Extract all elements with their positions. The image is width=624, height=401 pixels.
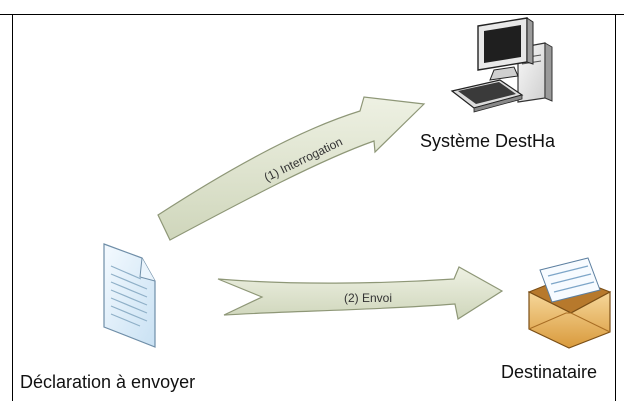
open-envelope-icon (527, 257, 612, 349)
arrow-envoi-label: (2) Envoi (344, 291, 392, 305)
recipient-label: Destinataire (501, 362, 598, 382)
document-label: Déclaration à envoyer (20, 372, 196, 392)
desktop-computer-icon (450, 17, 553, 113)
system-label: Système DestHa (420, 131, 556, 151)
frame-left-border (12, 14, 13, 401)
frame-top-border (0, 14, 624, 15)
document-icon (103, 243, 156, 348)
arrow-envoi: (2) Envoi (217, 266, 504, 320)
frame-right-border (615, 14, 616, 401)
arrow-interrogation: (1) Interrogation (157, 96, 426, 241)
